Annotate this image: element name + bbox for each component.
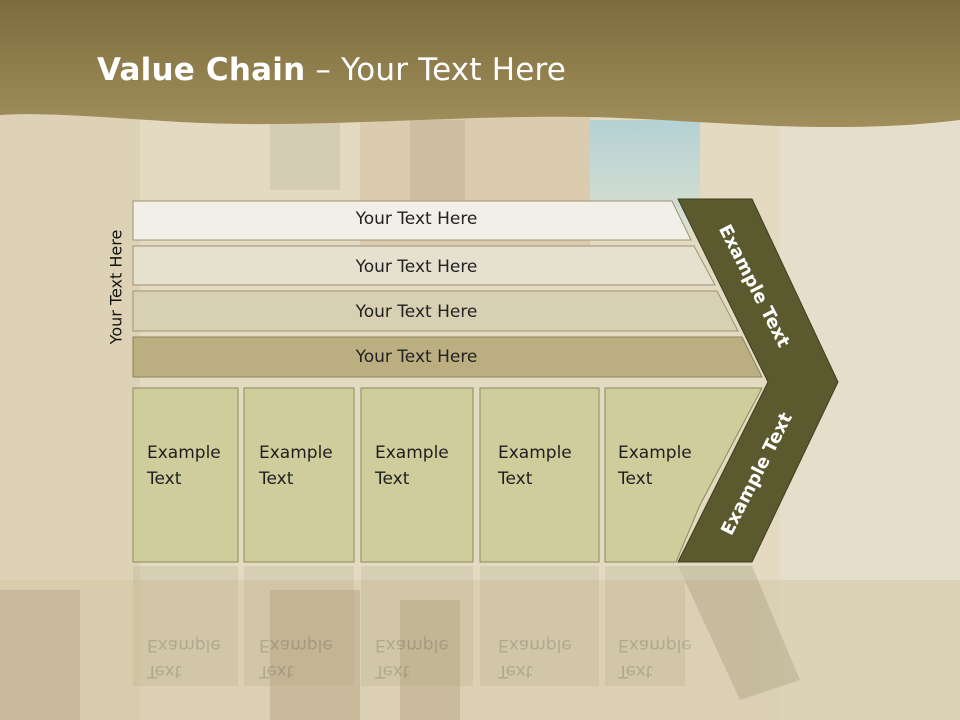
row-bar-4 [132, 336, 763, 378]
value-chain-chevron [677, 198, 839, 563]
title-rest: – Your Text Here [305, 52, 567, 88]
activity-box-3 [360, 387, 474, 563]
slide-title: Value Chain – Your Text Here [97, 52, 566, 88]
row-label-3: Your Text Here [355, 302, 478, 322]
row-label-4: Your Text Here [355, 347, 478, 367]
activity-box-2 [243, 387, 355, 563]
title-bold: Value Chain [97, 52, 306, 88]
activity-box-1 [132, 387, 239, 563]
row-bar-2 [132, 245, 716, 286]
row-label-2: Your Text Here [355, 257, 478, 277]
row-bar-3 [132, 290, 739, 332]
row-label-1: Your Text Here [355, 209, 478, 229]
row-bar-1 [132, 200, 692, 241]
activity-box-5 [604, 387, 763, 563]
activity-box-4 [479, 387, 600, 563]
